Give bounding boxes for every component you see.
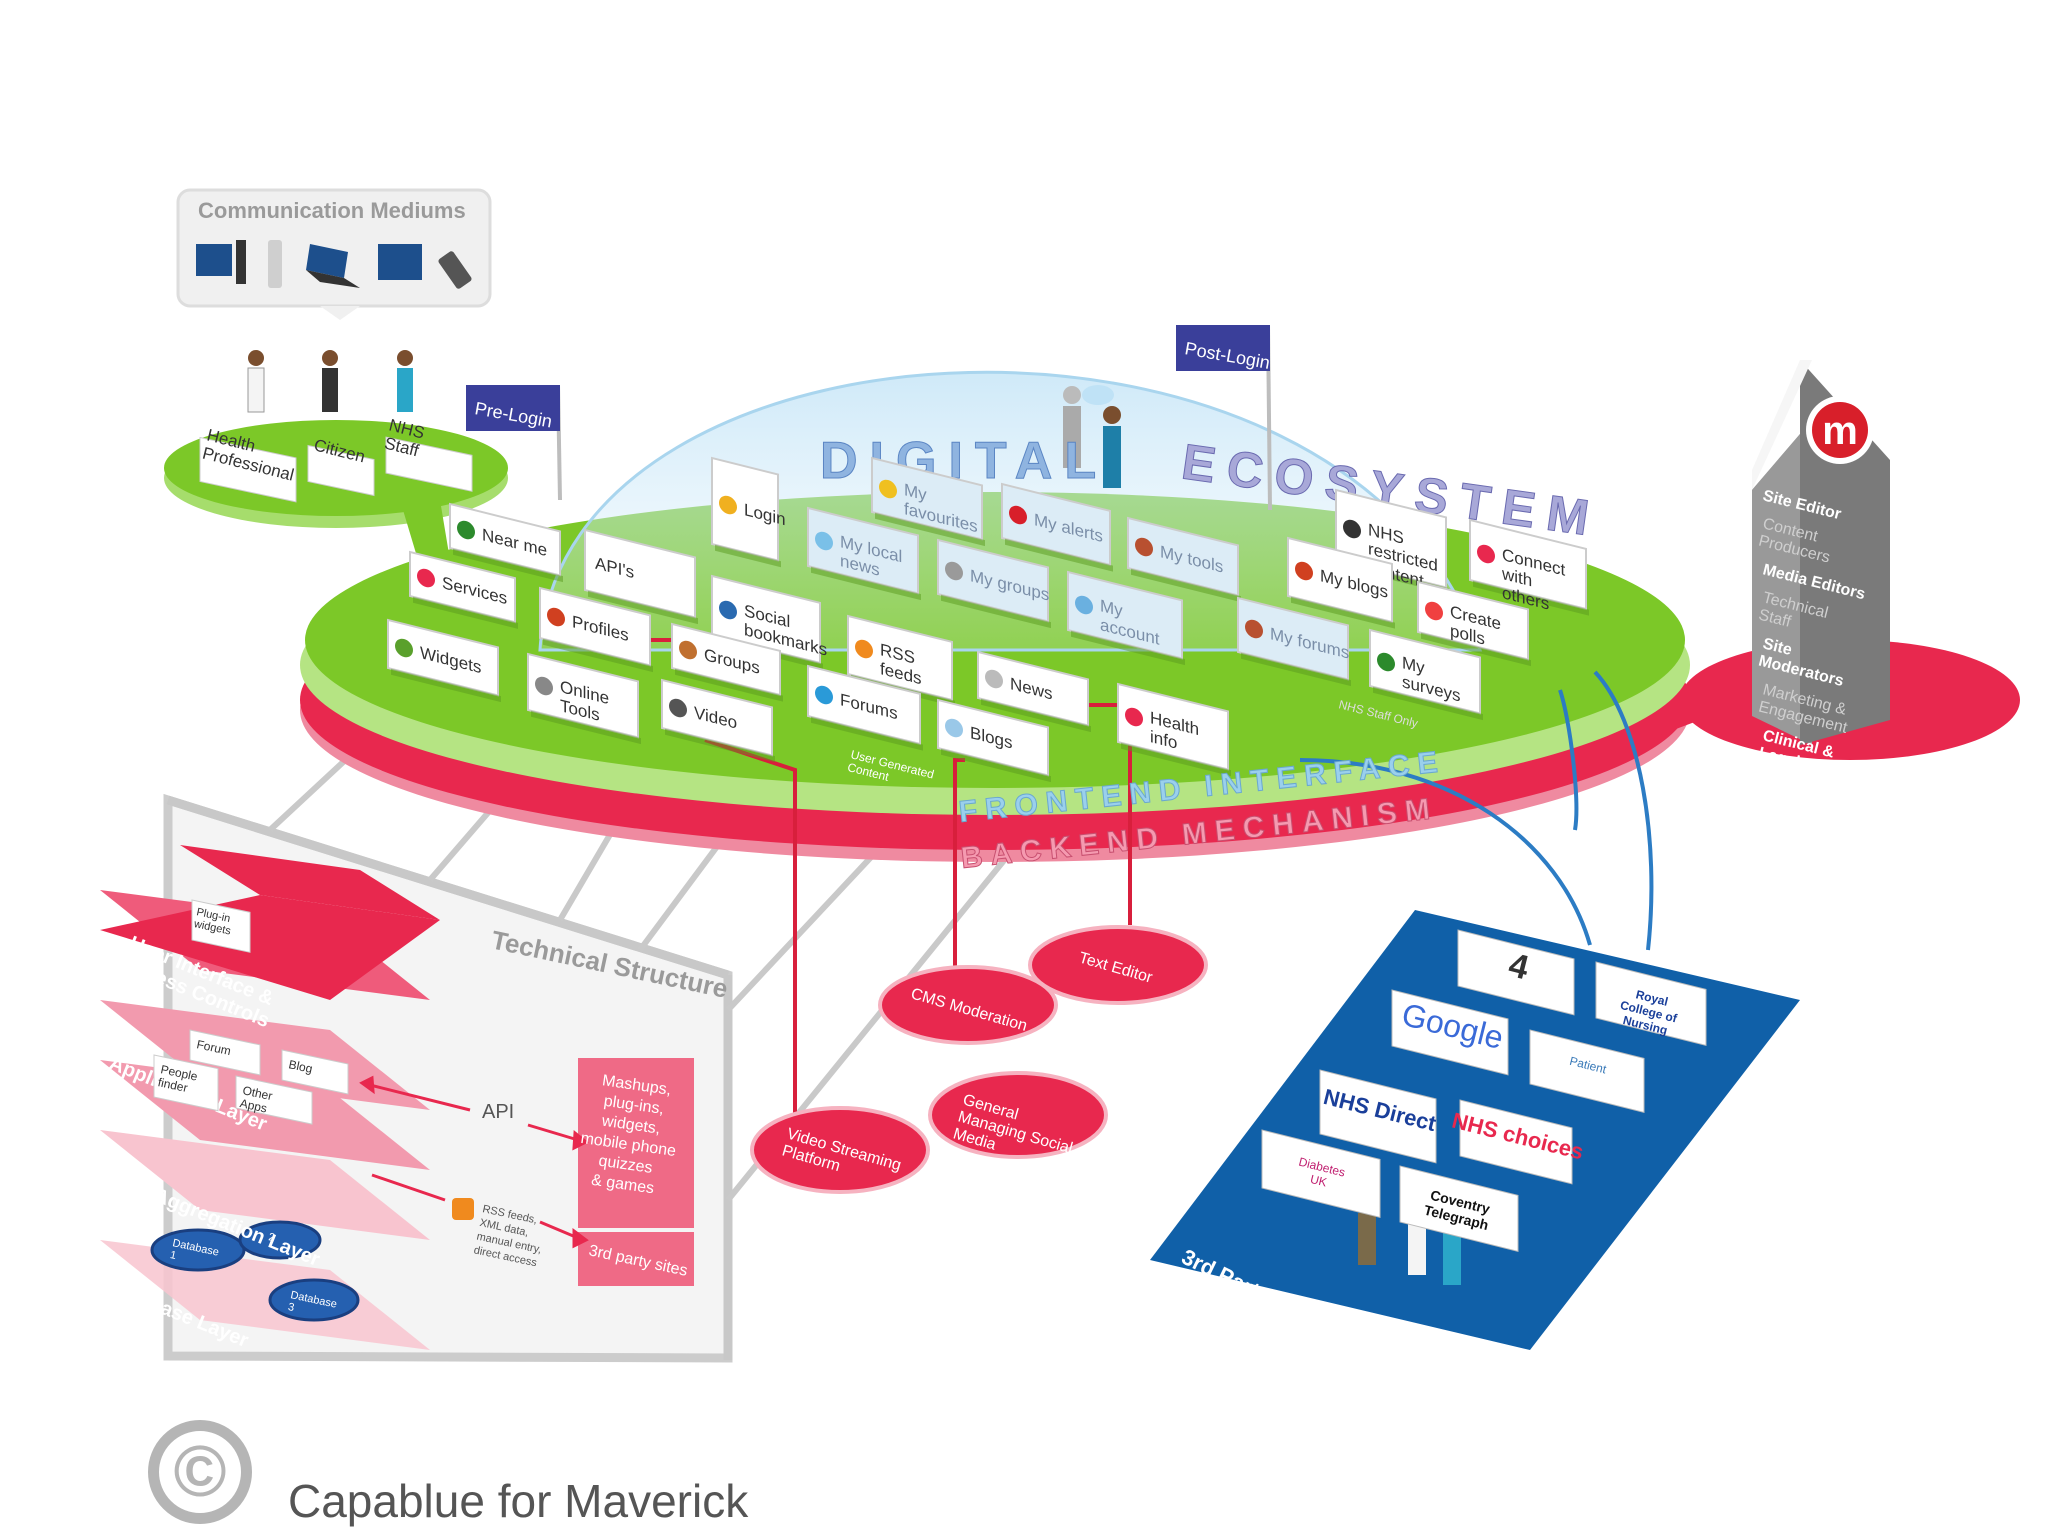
card-my-account[interactable]: Myaccount — [1067, 570, 1185, 666]
card-widgets[interactable]: Widgets — [387, 618, 501, 703]
logo-nhs-choices — [1459, 1099, 1573, 1185]
card-online-tools-icon — [535, 676, 553, 696]
logo-nhs-direct — [1319, 1069, 1437, 1164]
card-forums-icon — [815, 685, 833, 705]
nhs-staff-figure — [397, 350, 413, 412]
card-social-bookmarks-icon — [719, 600, 737, 620]
pre-login-flag — [466, 384, 562, 501]
card-my-blogs[interactable]: My blogs — [1287, 536, 1395, 629]
logo-4 — [1457, 929, 1575, 1016]
phone-icon — [438, 251, 472, 289]
card-my-groups[interactable]: My groups — [937, 538, 1051, 629]
card-create-polls-label: Createpolls — [1450, 601, 1501, 652]
card-my-local-news-icon — [815, 531, 833, 551]
title-digital: DIGITAL — [820, 432, 1108, 490]
footer-text: Capablue for Maverick — [288, 1475, 749, 1527]
logo-coventry-telegraph — [1399, 1165, 1519, 1253]
card-online-tools[interactable]: OnlineTools — [527, 652, 641, 745]
card-rss-feeds-icon — [855, 639, 873, 659]
card-my-account-icon — [1075, 595, 1093, 615]
card-my-favourites[interactable]: Myfavourites — [871, 456, 985, 547]
copyright-icon: © — [148, 1420, 252, 1524]
card-my-groups-icon — [945, 561, 963, 581]
api-label: API — [482, 1101, 514, 1123]
logo-royal-college-of-nursing — [1595, 961, 1707, 1047]
card-my-local-news[interactable]: My localnews — [807, 506, 921, 601]
card-health-info-icon — [1125, 707, 1143, 727]
card-health-info[interactable]: Healthinfo — [1117, 682, 1231, 777]
kiosk-icon — [268, 240, 282, 288]
card-my-favourites-icon — [879, 479, 897, 499]
citizen-figure — [322, 350, 338, 412]
card-services[interactable]: Services — [409, 550, 518, 629]
database-2: 2 — [267, 1231, 275, 1244]
card-login[interactable]: Login — [711, 456, 786, 568]
card-profiles-icon — [547, 607, 565, 627]
maverick-logo: m — [1822, 409, 1858, 453]
databases — [150, 1220, 360, 1322]
logo-diabetes-uk — [1261, 1129, 1381, 1219]
app-card-people-finder — [153, 1054, 219, 1112]
card-video-icon — [669, 698, 687, 718]
card-my-blogs-icon — [1295, 561, 1313, 581]
logo-patient — [1529, 1029, 1645, 1114]
rss-icon — [452, 1198, 474, 1220]
desktop-icon — [196, 240, 246, 284]
card-near-me-icon — [457, 520, 475, 540]
card-profiles[interactable]: Profiles — [539, 586, 653, 673]
card-my-alerts-icon — [1009, 505, 1027, 525]
card-my-surveys-icon — [1377, 652, 1395, 672]
card-forums[interactable]: Forums — [807, 664, 923, 751]
card-blogs[interactable]: Blogs — [937, 698, 1051, 783]
app-card-forum — [189, 1029, 261, 1076]
card-my-tools[interactable]: My tools — [1127, 516, 1241, 603]
card-my-alerts[interactable]: My alerts — [1001, 482, 1113, 572]
card-news-icon — [985, 669, 1003, 689]
card-news[interactable]: News — [977, 650, 1091, 733]
app-label-other-apps: OtherApps — [239, 1083, 274, 1116]
cms-ovals — [750, 925, 1208, 1194]
card-connect-with-others-icon — [1477, 544, 1495, 564]
app-card-blog — [281, 1049, 349, 1095]
monitor-icon — [378, 244, 422, 280]
card-near-me[interactable]: Near me — [449, 502, 563, 583]
card-login-icon — [719, 495, 737, 515]
plugin-widgets-card — [191, 899, 251, 953]
card-nhs-restricted-content-icon — [1343, 519, 1361, 539]
card-create-polls[interactable]: Createpolls — [1417, 580, 1531, 667]
card-groups[interactable]: Groups — [671, 622, 783, 702]
card-my-tools-icon — [1135, 537, 1153, 557]
card-connect-with-others[interactable]: Connectwithothers — [1469, 518, 1589, 624]
app-label-people-finder: Peoplefinder — [157, 1062, 200, 1096]
post-login-flag — [1176, 324, 1272, 511]
laptop-icon — [306, 244, 360, 288]
footer: © Capablue for Maverick — [140, 1420, 840, 1530]
card-create-polls-icon — [1425, 601, 1443, 621]
card-my-forums[interactable]: My forums — [1237, 596, 1351, 687]
editorial-house — [1752, 360, 1890, 745]
card-my-forums-icon — [1245, 619, 1263, 639]
communication-mediums-box — [176, 188, 492, 320]
app-card-other-apps — [235, 1075, 313, 1125]
card-services-icon — [417, 568, 435, 588]
center-figures — [1063, 385, 1121, 488]
health-professional-figure — [247, 350, 265, 413]
third-party-arrows — [1299, 670, 1654, 951]
card-widgets-icon — [395, 638, 413, 658]
logo-google — [1391, 989, 1509, 1076]
api-arrows — [359, 1075, 589, 1249]
card-groups-icon — [679, 640, 697, 660]
card-api-s[interactable]: API's — [584, 528, 698, 625]
card-my-surveys[interactable]: Mysurveys — [1369, 628, 1483, 721]
card-video[interactable]: Video — [661, 678, 775, 763]
comm-title: Communication Mediums — [198, 198, 466, 223]
card-blogs-icon — [945, 718, 963, 738]
app-label-blog: Blog — [287, 1057, 313, 1076]
